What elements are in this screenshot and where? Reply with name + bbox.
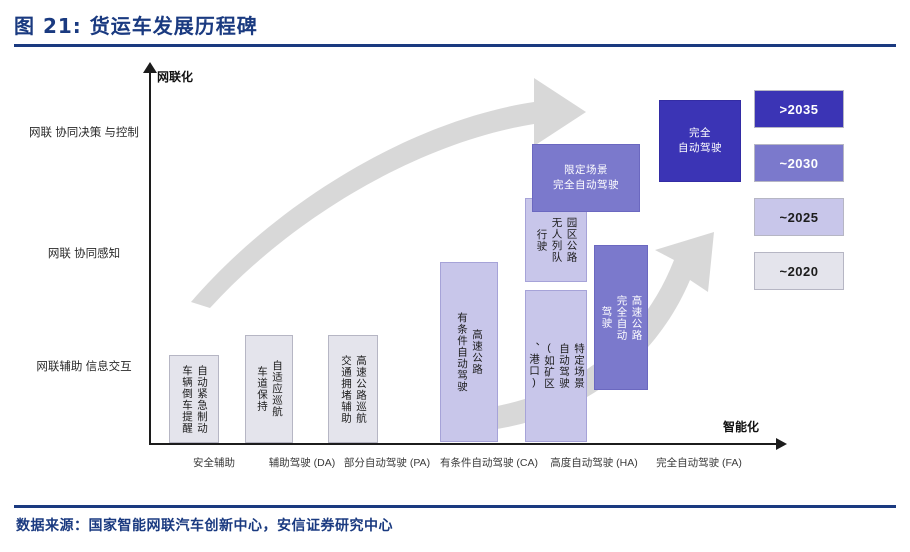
x-axis-title: 智能化 (723, 420, 760, 434)
y-axis-tick-label-middle: 网联 协同感知 (47, 248, 121, 260)
legend-item-2030[interactable]: ~2030 (754, 144, 844, 182)
x-axis-tick-label-4: 有条件自动驾驶 (CA) (440, 457, 538, 469)
legend-label-2030: ~2030 (779, 155, 819, 171)
milestone-label-8: 限定场景 完全自动驾驶 (553, 164, 619, 191)
milestone-label-6: 园区公路 无人列队 行驶 (535, 217, 578, 263)
x-axis-tick-label-5: 高度自动驾驶 (HA) (550, 457, 638, 469)
milestone-box-2[interactable]: 自适应巡航 车道保持 (245, 335, 293, 443)
milestone-box-9[interactable]: 完全 自动驾驶 (659, 100, 741, 182)
milestone-label-7: 高速公路 完全自动 驾驶 (600, 294, 643, 341)
page-title: 图 21: 货运车发展历程碑 (14, 14, 258, 38)
x-axis-tick-label-1: 安全辅助 (193, 457, 235, 469)
y-axis-title: 网联化 (157, 70, 194, 84)
y-axis-line (149, 70, 151, 445)
footer-divider (14, 505, 896, 508)
legend-item-2035[interactable]: >2035 (754, 90, 844, 128)
legend: >2035 ~2030 ~2025 ~2020 (754, 90, 850, 306)
milestone-box-3[interactable]: 高速公路巡航 交通拥堵辅助 (328, 335, 378, 443)
x-axis-tick-label-2: 辅助驾驶 (DA) (268, 457, 336, 469)
legend-label-2035: >2035 (779, 101, 819, 117)
title-divider (14, 44, 896, 47)
milestone-box-5[interactable]: 特定场景 自动驾驶 (如矿区 、港口) (525, 290, 587, 442)
y-axis-tick-label-bottom: 网联辅助 信息交互 (36, 361, 132, 373)
source-note: 数据来源：国家智能网联汽车创新中心，安信证券研究中心 (16, 518, 393, 534)
milestone-label-1: 自动紧急制动 车辆倒车提醒 (181, 364, 208, 434)
legend-label-2025: ~2025 (779, 209, 819, 225)
milestone-label-4: 高速公路 有条件自动驾驶 (456, 311, 483, 393)
milestone-box-4[interactable]: 高速公路 有条件自动驾驶 (440, 262, 498, 442)
milestone-label-3: 高速公路巡航 交通拥堵辅助 (340, 354, 367, 424)
x-axis-tick-label-6: 完全自动驾驶 (FA) (656, 457, 742, 469)
milestone-label-5: 特定场景 自动驾驶 (如矿区 、港口) (528, 342, 585, 390)
x-axis-tick-label-3: 部分自动驾驶 (PA) (343, 457, 431, 469)
milestone-box-8[interactable]: 限定场景 完全自动驾驶 (532, 144, 640, 212)
legend-item-2025[interactable]: ~2025 (754, 198, 844, 236)
milestone-label-9: 完全 自动驾驶 (678, 127, 722, 154)
y-axis-arrowhead-icon (143, 62, 157, 73)
milestone-box-6[interactable]: 园区公路 无人列队 行驶 (525, 198, 587, 282)
figure-title-bar: 图 21: 货运车发展历程碑 (14, 10, 894, 48)
legend-label-2020: ~2020 (779, 263, 819, 279)
y-axis-tick-label-top: 网联 协同决策 与控制 (29, 127, 139, 139)
milestone-box-7[interactable]: 高速公路 完全自动 驾驶 (594, 245, 648, 390)
milestone-label-2: 自适应巡航 车道保持 (256, 360, 283, 418)
x-axis-line (149, 443, 779, 445)
milestone-box-1[interactable]: 自动紧急制动 车辆倒车提醒 (169, 355, 219, 443)
x-axis-arrowhead-icon (776, 438, 787, 450)
legend-item-2020[interactable]: ~2020 (754, 252, 844, 290)
chart-plot-area: 网联化 智能化 网联 协同决策 与控制 网联 协同感知 网联辅助 信息交互 安全… (14, 50, 896, 502)
